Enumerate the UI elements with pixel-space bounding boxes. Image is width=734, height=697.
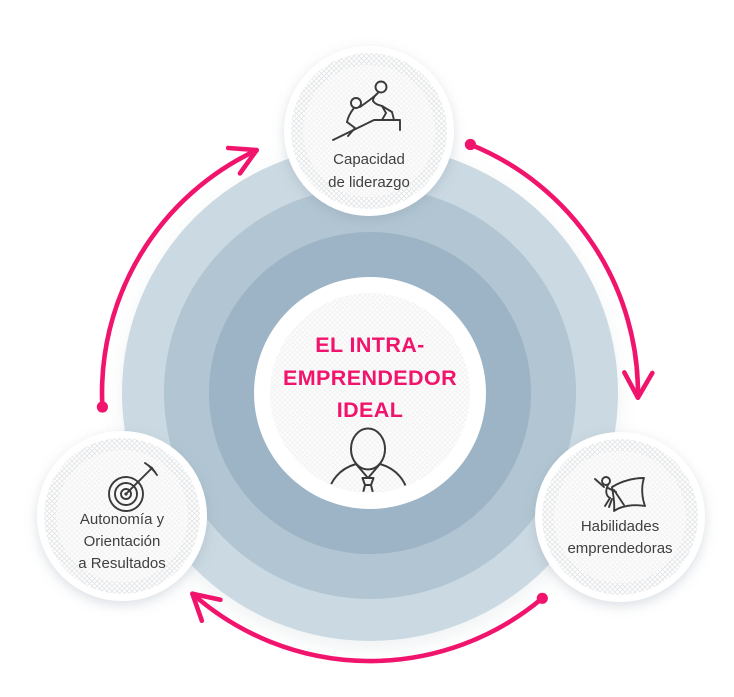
- node-autonomia-orientacion: Autonomía y Orientación a Resultados: [37, 431, 207, 601]
- node-label-line: Capacidad: [333, 151, 405, 168]
- node-label-habilidades-emprendedoras: Habilidades emprendedoras: [567, 518, 672, 557]
- node-label-line: Orientación: [84, 533, 161, 550]
- node-habilidades-emprendedoras: Habilidades emprendedoras: [535, 432, 705, 602]
- arrow-left-to-top: [96, 145, 259, 413]
- node-label-autonomia-orientacion: Autonomía y Orientación a Resultados: [78, 511, 166, 572]
- target-arrow-icon: [108, 462, 158, 512]
- node-capacidad-liderazgo: Capacidad de liderazgo: [284, 46, 454, 216]
- concentric-rings: [122, 145, 618, 641]
- node-disc: [56, 450, 188, 582]
- node-label-line: Habilidades: [581, 518, 659, 535]
- center-title-line-3: IDEAL: [337, 398, 404, 422]
- node-label-line: Autonomía y: [80, 511, 165, 528]
- person-waving-flag-icon: [594, 476, 646, 512]
- cycle-arrows: [96, 138, 655, 664]
- center-title-line-1: EL INTRA-: [315, 333, 425, 357]
- node-disc: [303, 65, 435, 197]
- node-label-line: de liderazgo: [328, 174, 410, 191]
- businessman-icon: [326, 427, 410, 492]
- arrow-top-to-right: [464, 138, 655, 400]
- node-disc: [554, 451, 686, 583]
- center-title: EL INTRA- EMPRENDEDOR IDEAL: [283, 333, 457, 422]
- node-label-capacidad-liderazgo: Capacidad de liderazgo: [328, 151, 410, 191]
- arrow-right-to-left: [190, 591, 548, 664]
- helping-hand-climb-icon: [332, 80, 401, 141]
- center-title-line-2: EMPRENDEDOR: [283, 366, 457, 390]
- node-label-line: emprendedoras: [567, 540, 672, 557]
- node-label-line: a Resultados: [78, 555, 166, 572]
- center-disc: [270, 293, 470, 493]
